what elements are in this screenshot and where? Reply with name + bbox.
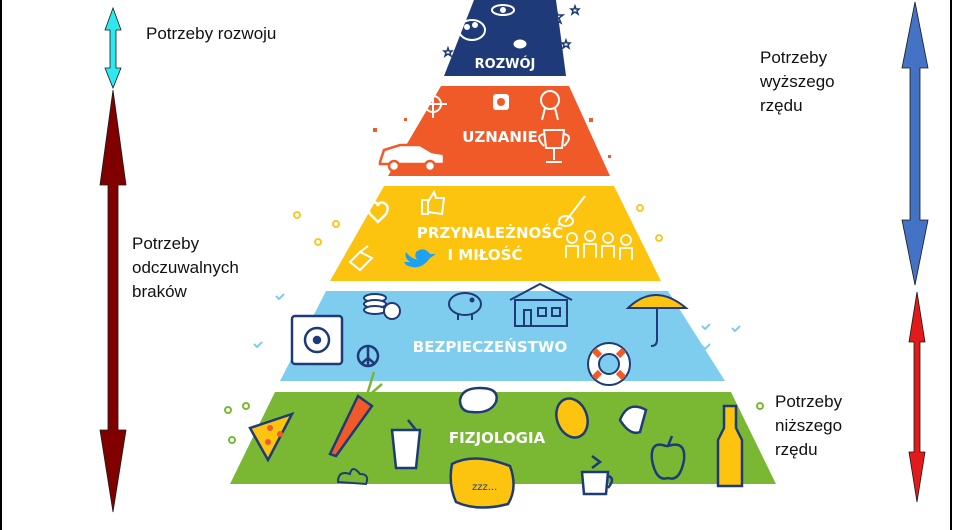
lifebuoy-icon: [587, 342, 631, 386]
sparkle-icons: [373, 118, 611, 169]
house-icon: [509, 282, 573, 327]
handshake-icon: [348, 245, 374, 272]
lower-arrow: [908, 291, 926, 503]
deficiency-arrow-shape: [99, 89, 127, 513]
guitar-small-icon: [558, 195, 586, 227]
tier-przynaleznosc-label-2: I MIŁOŚĆ: [448, 245, 523, 264]
pizza-icon: [248, 411, 295, 463]
coins-icon: [363, 293, 401, 320]
tier-bezpieczenstwo-label: BEZPIECZEŃSTWO: [413, 337, 567, 356]
lower-needs-label: Potrzeby niższego rzędu: [775, 390, 842, 462]
star-icons-top: [442, 3, 581, 58]
dots-decoration: [224, 402, 764, 480]
steak-icon: [458, 386, 498, 414]
growth-arrow-shape: [104, 6, 122, 90]
bottle-icon: [716, 404, 744, 488]
tier-rozwoj: [444, 0, 566, 76]
growth-needs-label: Potrzeby rozwoju: [146, 24, 277, 43]
small-hearts-icon: [293, 200, 663, 246]
lower-line-2: niższego: [775, 416, 843, 435]
instagram-lens: [497, 98, 505, 106]
heart-icon: [367, 201, 389, 224]
higher-needs-label: Potrzeby wyższego rzędu: [760, 46, 835, 118]
deficiency-needs-label: Potrzeby odczuwalnych braków: [132, 232, 239, 304]
tier-rozwoj-label: ROZWÓJ: [475, 56, 536, 72]
pillow-icon: [449, 457, 515, 509]
carrot-icon: [328, 371, 383, 458]
coffee-cup-icon: [580, 455, 614, 496]
poop-icon: [336, 468, 369, 486]
higher-line-1: Potrzeby: [760, 48, 828, 67]
palette-icon: [458, 19, 486, 41]
sleep-text: zzz...: [472, 482, 497, 493]
lower-line-1: Potrzeby: [775, 392, 843, 411]
guitar-icon: [510, 7, 550, 52]
apple-icon: [650, 435, 686, 480]
lemon-icon: [555, 397, 589, 439]
people-icon: [565, 230, 633, 260]
higher-arrow: [901, 1, 929, 286]
higher-arrow-shape: [901, 1, 929, 286]
safe-icon: [290, 314, 344, 366]
eye-icon: [491, 4, 515, 16]
twitter-icon: [404, 249, 436, 268]
star-badge-icon: [419, 90, 447, 118]
deficiency-line-3: braków: [132, 282, 187, 301]
higher-line-3: rzędu: [760, 96, 803, 115]
piggy-bank-icon: [448, 292, 482, 320]
tier-fizjologia-label: FIZJOLOGIA: [449, 429, 546, 447]
deficiency-arrow: [99, 89, 127, 513]
higher-line-2: wyższego: [760, 72, 835, 91]
tier-uznanie-label: UZNANIE: [462, 128, 538, 146]
drink-glass-icon: [390, 419, 422, 470]
car-icon: [378, 143, 446, 173]
tier-przynaleznosc-label-1: PRZYNALEŻNOŚĆ: [417, 223, 563, 242]
check-icons: [253, 293, 741, 351]
croissant-icon: [618, 405, 648, 434]
lower-arrow-shape: [908, 291, 926, 503]
trophy-icon: [538, 129, 570, 163]
peace-icon: [356, 344, 380, 368]
medal-icon: [540, 90, 560, 121]
lower-line-3: rzędu: [775, 440, 818, 459]
thumbs-up-icon: [421, 189, 446, 216]
deficiency-line-1: Potrzeby: [132, 234, 200, 253]
deficiency-line-2: odczuwalnych: [132, 258, 239, 277]
umbrella-icon: [625, 294, 689, 347]
growth-arrow: [104, 6, 122, 90]
